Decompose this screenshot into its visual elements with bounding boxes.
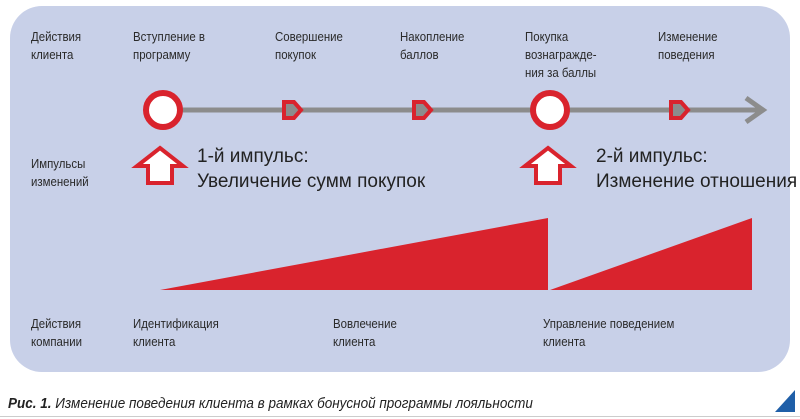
step-label: Изменение поведения bbox=[658, 29, 718, 62]
company-action: Вовлечение клиента bbox=[333, 316, 397, 349]
impulse-2-text: Изменение отношения bbox=[596, 171, 798, 192]
company-action: Управление поведением клиента bbox=[543, 316, 675, 349]
step-marker-2 bbox=[412, 100, 434, 120]
step-label: Совершение покупок bbox=[275, 29, 343, 62]
step-label: Покупка вознагражде-ния за баллы bbox=[525, 29, 597, 80]
row-label-impulses: Импульсы изменений bbox=[31, 156, 89, 189]
growth-wedge-1 bbox=[160, 218, 548, 290]
growth-wedge-2 bbox=[550, 218, 752, 290]
timeline-arrow bbox=[165, 95, 768, 125]
diagram-panel bbox=[10, 6, 790, 372]
figure-caption: Рис. 1. Изменение поведения клиента в ра… bbox=[8, 395, 533, 412]
step-marker-1 bbox=[282, 100, 304, 120]
corner-triangle-icon bbox=[775, 390, 795, 412]
impulse-arrow-up-2-icon bbox=[519, 145, 577, 185]
caption-label: Рис. 1. bbox=[8, 395, 52, 412]
milestone-circle-2 bbox=[530, 90, 570, 130]
impulse-arrow-up-1-icon bbox=[131, 145, 189, 185]
step-label: Накопление баллов bbox=[400, 29, 465, 62]
row-label-client-actions: Действия клиента bbox=[31, 29, 82, 62]
caption-divider bbox=[0, 416, 800, 417]
milestone-circle-1 bbox=[143, 90, 183, 130]
impulse-1-text: Увеличение сумм покупок bbox=[197, 171, 426, 192]
impulse-2-title: 2-й импульс: bbox=[596, 146, 708, 167]
step-label: Вступление в программу bbox=[133, 29, 206, 62]
company-action: Идентификация клиента bbox=[133, 316, 219, 349]
caption-text: Изменение поведения клиента в рамках бон… bbox=[55, 395, 533, 412]
impulse-1-title: 1-й импульс: bbox=[197, 146, 309, 167]
row-label-company-actions: Действия компании bbox=[31, 316, 83, 349]
step-marker-3 bbox=[669, 100, 691, 120]
